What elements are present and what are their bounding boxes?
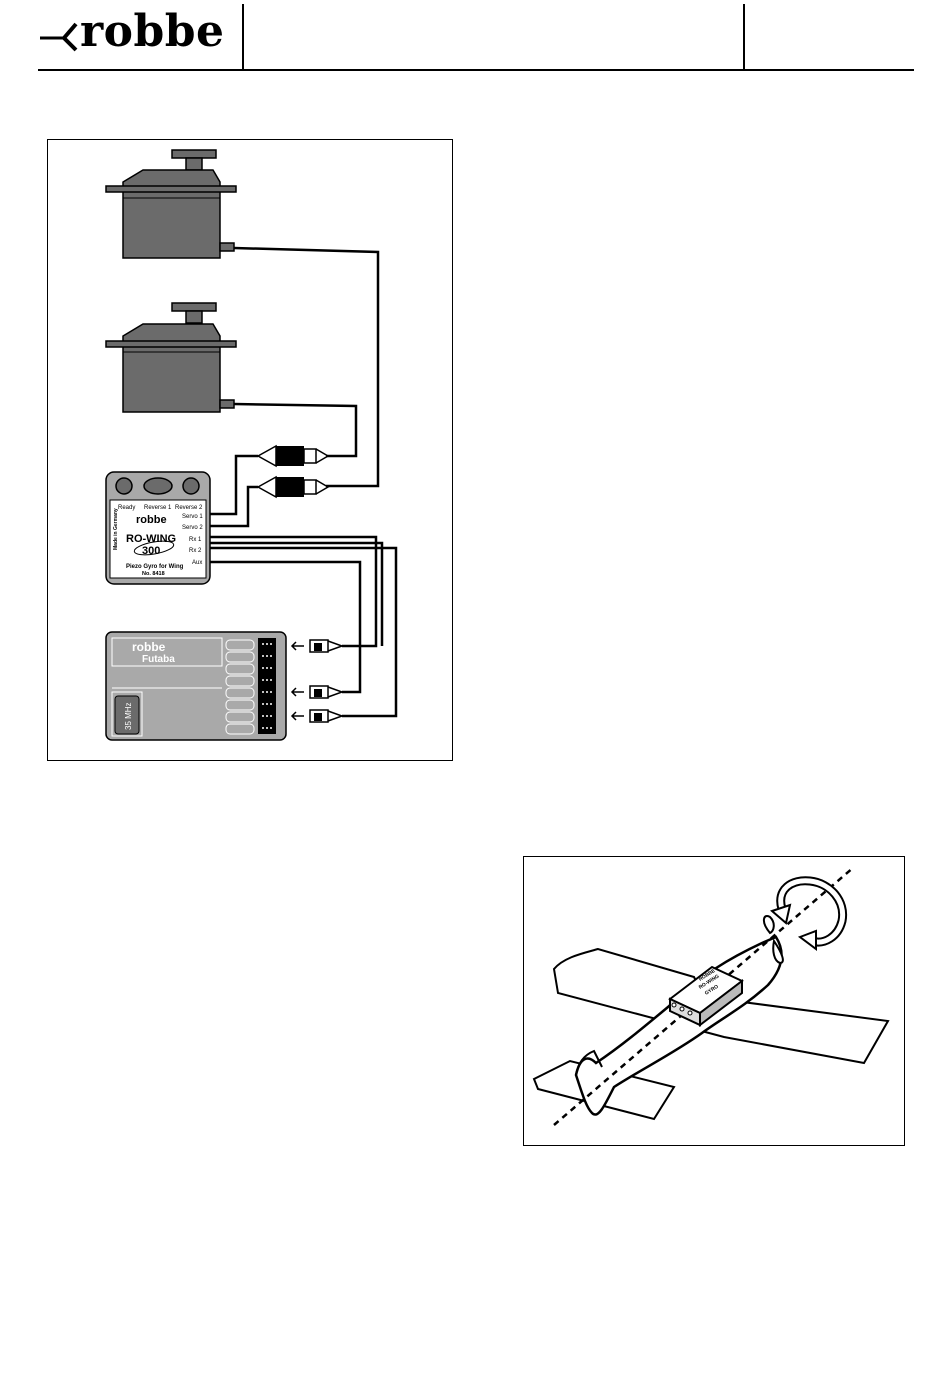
gyro-description: Piezo Gyro for Wing <box>126 564 184 570</box>
gyro-label-reverse1: Reverse 1 <box>144 505 172 511</box>
robbe-logo-text: robbe <box>80 10 225 54</box>
page-header: robbe <box>38 0 914 72</box>
wiring-diagram: Ready Reverse 1 Reverse 2 robbe RO-WING … <box>47 139 453 761</box>
gyro-port-rx2: Rx 2 <box>189 548 202 554</box>
receiver-brand: robbe <box>132 640 166 654</box>
robbe-logo: robbe <box>38 8 238 58</box>
propeller-blade-top <box>764 916 774 933</box>
receiver-sub-brand: Futaba <box>142 654 175 665</box>
gyro-port-servo2: Servo 2 <box>182 525 203 531</box>
header-divider-left <box>242 4 244 70</box>
airplane-illustration: ROBBE RO-WING GYRO <box>523 856 905 1146</box>
receiver-plugs <box>292 640 342 722</box>
roll-rotation-arrow-icon <box>772 881 843 949</box>
gyro-port-servo1: Servo 1 <box>182 514 203 520</box>
robbe-logo-mark <box>38 16 80 56</box>
gyro-model-number: 300 <box>142 545 160 557</box>
gyro-model: RO-WING <box>126 533 176 545</box>
gyro-made-in: Made in Germany <box>113 508 119 550</box>
gyro-unit: Ready Reverse 1 Reverse 2 robbe RO-WING … <box>106 472 210 584</box>
gyro-brand: robbe <box>136 514 167 526</box>
servo-connectors <box>258 446 328 497</box>
wiring-diagram-svg: Ready Reverse 1 Reverse 2 robbe RO-WING … <box>48 140 452 760</box>
receiver-frequency: 35 MHz <box>124 702 133 730</box>
airplane-svg: ROBBE RO-WING GYRO <box>524 857 904 1145</box>
gyro-port-rx1: Rx 1 <box>189 537 202 543</box>
header-rule <box>38 69 914 71</box>
gyro-label-ready: Ready <box>118 505 135 511</box>
gyro-label-reverse2: Reverse 2 <box>175 505 203 511</box>
gyro-port-aux: Aux <box>192 560 202 566</box>
header-divider-right <box>743 4 745 70</box>
servo-bottom <box>106 303 236 412</box>
receiver-unit: robbe Futaba 35 MHz <box>106 632 286 740</box>
gyro-part-number: No. 8418 <box>142 571 165 577</box>
gyro-output-cables <box>210 456 258 526</box>
servo-top <box>106 150 236 258</box>
